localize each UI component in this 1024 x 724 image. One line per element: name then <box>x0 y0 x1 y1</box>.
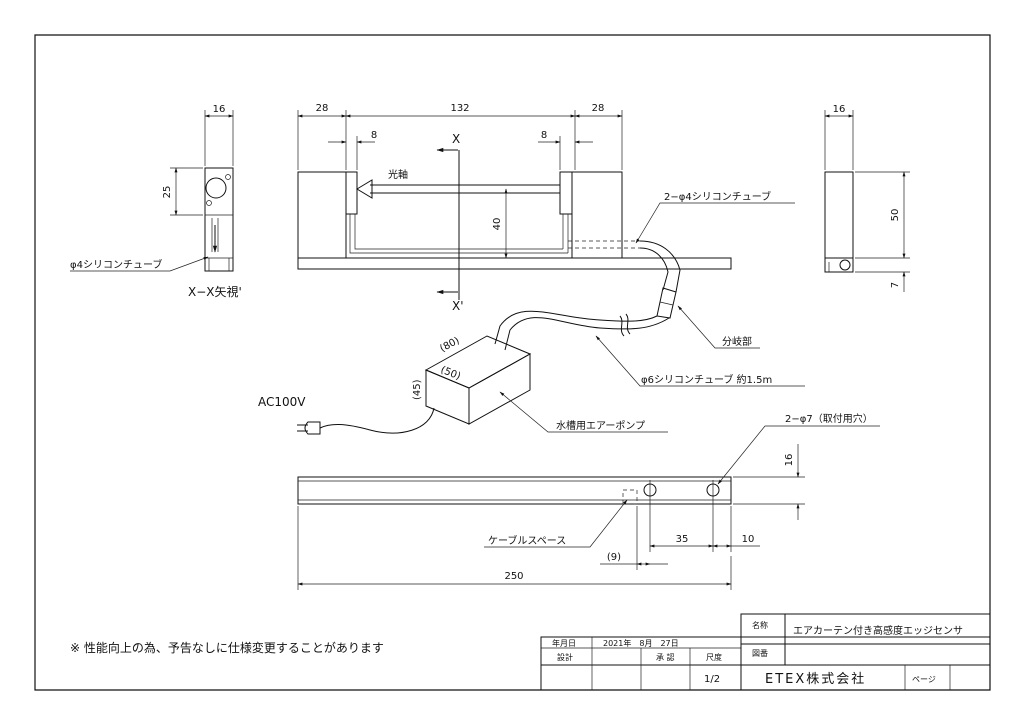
drawing-border <box>35 35 990 690</box>
dim-left-block: 28 <box>316 103 329 114</box>
optical-axis-arrowhead <box>357 180 372 198</box>
dim-right-width: 16 <box>833 104 846 115</box>
right-emitter <box>560 172 572 214</box>
left-block <box>298 172 346 258</box>
dim-side-width: 16 <box>213 104 226 115</box>
tube-phi4-out-1 <box>640 241 680 292</box>
label-section-x-bottom: X' <box>452 299 464 313</box>
side-base <box>825 258 853 272</box>
tb-date-value: 2021年 8月 27日 <box>603 638 679 648</box>
tb-name-label: 名称 <box>752 620 768 630</box>
tb-sheet: 1/2 <box>704 674 720 685</box>
dim-bottom-250: 250 <box>504 571 523 582</box>
label-ac100v: AC100V <box>258 395 306 409</box>
leader-phi6 <box>595 335 805 386</box>
plate-outline <box>298 477 731 504</box>
section-view-xx: 16 25 φ4シリコンチューブ X−X矢視' <box>70 104 242 299</box>
tube-phi6-2 <box>495 311 657 344</box>
tube-phi6-1 <box>505 318 669 350</box>
label-xx-view: X−X矢視' <box>188 284 242 299</box>
leader-2phi4 <box>636 203 795 244</box>
label-optical-axis: 光軸 <box>388 168 408 181</box>
section-sensor-circle <box>206 178 226 198</box>
branch-line <box>660 302 673 305</box>
label-phi6-tube: φ6シリコンチューブ 約1.5m <box>641 373 772 386</box>
pump-side <box>469 354 530 424</box>
leader-pump <box>499 391 668 432</box>
dim-left-offset: 8 <box>371 130 377 141</box>
tb-name-row <box>741 614 990 644</box>
dim-total-span: 132 <box>450 103 469 114</box>
title-block: 名称 エアカーテン付き高感度エッジセンサ 年月日 2021年 8月 27日 設計… <box>541 614 990 690</box>
label-tube-2-phi4: 2−φ4シリコンチューブ <box>664 190 771 203</box>
cable-space <box>623 490 637 504</box>
label-phi4-tube: φ4シリコンチューブ <box>70 258 162 271</box>
tb-name-value: エアカーテン付き高感度エッジセンサ <box>793 624 963 637</box>
dim-right-small: 7 <box>890 282 901 288</box>
tb-scale-label: 尺度 <box>706 652 722 662</box>
leader-phi4 <box>70 257 209 271</box>
side-body <box>825 172 853 258</box>
tube-phi4-out-2 <box>640 248 668 290</box>
tb-design-label: 設計 <box>557 652 573 662</box>
tb-drawing-no-label: 図番 <box>752 648 768 658</box>
tube-break-mark <box>620 316 624 336</box>
left-internal-tube-2 <box>355 214 563 249</box>
leader-cable-space <box>484 499 628 547</box>
side-view-right: 16 50 7 <box>825 104 910 292</box>
dim-bottom-9: (9) <box>607 552 621 563</box>
side-tube-circle <box>840 260 850 270</box>
power-cord <box>320 408 434 433</box>
plug-icon <box>297 422 320 434</box>
dim-bottom-16: 16 <box>784 454 795 467</box>
tb-approval-label: 承 認 <box>656 652 675 662</box>
tb-frame <box>541 637 990 690</box>
dim-side-height: 25 <box>162 186 173 199</box>
section-small-hole-bottom <box>207 201 212 206</box>
dim-right-height: 50 <box>890 209 901 222</box>
right-block <box>572 172 622 258</box>
base-plate <box>298 258 731 269</box>
left-emitter <box>346 172 357 214</box>
spec-change-note: ※ 性能向上の為、予告なしに仕様変更することがあります <box>70 640 384 655</box>
section-small-hole-top <box>226 175 231 180</box>
label-mount-holes: 2−φ7（取付用穴） <box>785 412 873 425</box>
bottom-view: 2−φ7（取付用穴） 16 ケーブルスペース 35 10 (9) 250 <box>298 412 880 590</box>
section-body <box>205 168 233 271</box>
air-pump: (80) (50) (45) AC100V 水槽用エアーポンプ <box>258 335 668 434</box>
label-branch: 分岐部 <box>722 335 752 348</box>
tb-page-label: ページ <box>912 675 936 684</box>
label-section-x-top: X <box>452 132 460 146</box>
leader-mount-holes <box>717 426 880 485</box>
tubing: 分岐部 φ6シリコンチューブ 約1.5m <box>495 241 805 386</box>
label-cable-space: ケーブルスペース <box>488 534 566 547</box>
dim-right-block: 28 <box>592 103 605 114</box>
dim-height-40: 40 <box>492 218 503 231</box>
tube-break-mark-2 <box>626 314 630 334</box>
label-air-pump: 水槽用エアーポンプ <box>556 419 645 432</box>
front-view: 光軸 X X' 40 28 132 28 8 8 <box>298 103 795 313</box>
dim-bottom-10: 10 <box>742 534 755 545</box>
dim-right-offset: 8 <box>541 130 547 141</box>
dim-bottom-35: 35 <box>676 534 689 545</box>
tube-branch <box>657 288 676 318</box>
left-internal-tube <box>350 214 568 253</box>
tb-date-label: 年月日 <box>552 638 576 648</box>
tb-company: ETEX株式会社 <box>765 671 866 687</box>
dim-pump-45: (45) <box>412 379 423 400</box>
leader-branch <box>677 305 760 348</box>
